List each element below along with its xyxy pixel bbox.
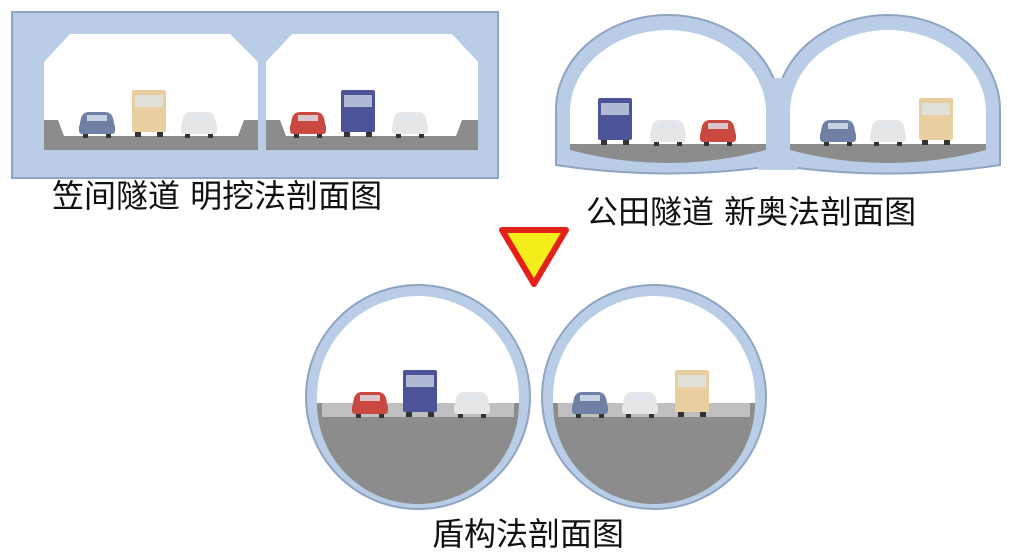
shield-left-ground xyxy=(317,403,519,504)
cut-and-cover-left-road xyxy=(44,120,258,150)
down-arrow-icon xyxy=(499,227,569,287)
bus-icon xyxy=(341,90,375,137)
bus-icon xyxy=(598,98,632,145)
cut-and-cover-caption: 笠间隧道 明挖法剖面图 xyxy=(52,177,383,215)
bus-icon xyxy=(132,90,166,137)
bus-icon xyxy=(403,370,437,417)
cut-and-cover-right-road xyxy=(266,120,478,150)
bus-icon xyxy=(919,98,953,145)
bus-icon xyxy=(675,370,709,417)
shield-section xyxy=(305,284,767,510)
natm-left-road xyxy=(570,144,766,163)
natm-right-road xyxy=(790,144,986,163)
natm-caption: 公田隧道 新奥法剖面图 xyxy=(586,193,917,231)
shield-right-ground xyxy=(553,403,755,504)
cut-and-cover-section xyxy=(11,11,499,179)
shield-caption: 盾构法剖面图 xyxy=(432,515,625,553)
natm-section xyxy=(555,14,1001,175)
